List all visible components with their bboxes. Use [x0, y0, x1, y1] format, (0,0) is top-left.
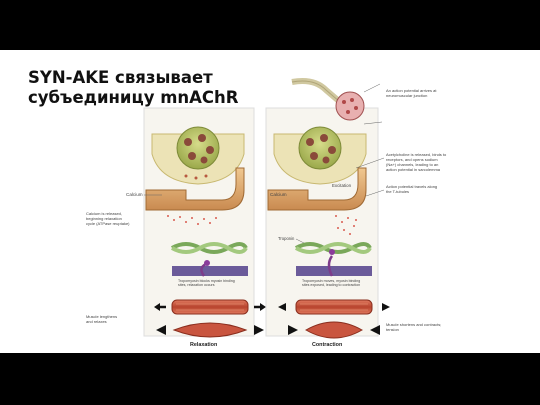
- troponin-label: Troponin: [278, 236, 295, 241]
- vesicles-left: [184, 134, 214, 164]
- muscle-contraction-diagram: Calcium Calcium is released, beginning r…: [86, 78, 447, 348]
- side-note-4: Muscle shortens and contracts; tension: [386, 322, 442, 332]
- muscle-contracted-lens: [304, 321, 364, 339]
- slide: SYN-AKE связывает субъединицу mnAChR: [0, 50, 540, 353]
- actin-filament-left: [171, 242, 248, 254]
- calcium-label-left: Calcium: [126, 192, 143, 197]
- neurotransmitter-left: [184, 174, 208, 180]
- sarcolemma-left: [145, 167, 245, 211]
- myosin-band-left: [172, 266, 248, 276]
- side-note-2: Acetylcholine is released, binds to rece…: [386, 152, 447, 172]
- calcium-ions-left: [167, 215, 217, 225]
- excitation-label: Excitation: [332, 183, 352, 188]
- muscle-fiber-contracting: [295, 299, 373, 315]
- sarcolemma-right: [267, 167, 367, 211]
- synaptic-bulb-left: [176, 126, 220, 170]
- caption-relaxation: Relaxation: [190, 342, 217, 348]
- note-tropomyosin-left: Tropomyosin blocks myosin binding sites,…: [178, 279, 236, 287]
- calcium-ions-right: [335, 215, 357, 235]
- contraction-panel: Calcium Excitation Troponin Tropomyosin …: [265, 78, 390, 348]
- arrow-in-left: [278, 303, 286, 311]
- caption-contraction: Contraction: [312, 342, 342, 348]
- note-tropomyosin-right: Tropomyosin moves, myosin binding sites …: [302, 279, 361, 287]
- arrow-in-right: [382, 303, 390, 311]
- note-release-left: Calcium is released, beginning relaxatio…: [86, 211, 130, 226]
- actin-filament-right: [295, 242, 372, 255]
- myosin-head-right: [327, 255, 334, 277]
- note-muscle-left: Muscle lengthens and relaxes: [86, 314, 118, 324]
- neuron-illustration: [291, 78, 381, 121]
- title-line-2: субъединицу mnAChR: [28, 88, 239, 107]
- title-line-1: SYN-AKE связывает: [28, 68, 213, 87]
- side-note-3: Action potential travels along the T-tub…: [386, 184, 438, 194]
- muscle-relaxed-lens: [172, 322, 248, 338]
- vesicles-right: [306, 134, 336, 164]
- side-note-1: An action potential arrives at neuromusc…: [386, 88, 438, 98]
- slide-title: SYN-AKE связывает субъединицу mnAChR: [28, 68, 239, 108]
- muscle-fiber-relaxed: [171, 299, 249, 315]
- relaxation-panel: Calcium Calcium is released, beginning r…: [86, 107, 266, 348]
- synaptic-bulb-right: [298, 126, 342, 170]
- myosin-band-right: [296, 266, 372, 276]
- side-notes: An action potential arrives at neuromusc…: [355, 88, 447, 332]
- calcium-label-right: Calcium: [270, 192, 287, 197]
